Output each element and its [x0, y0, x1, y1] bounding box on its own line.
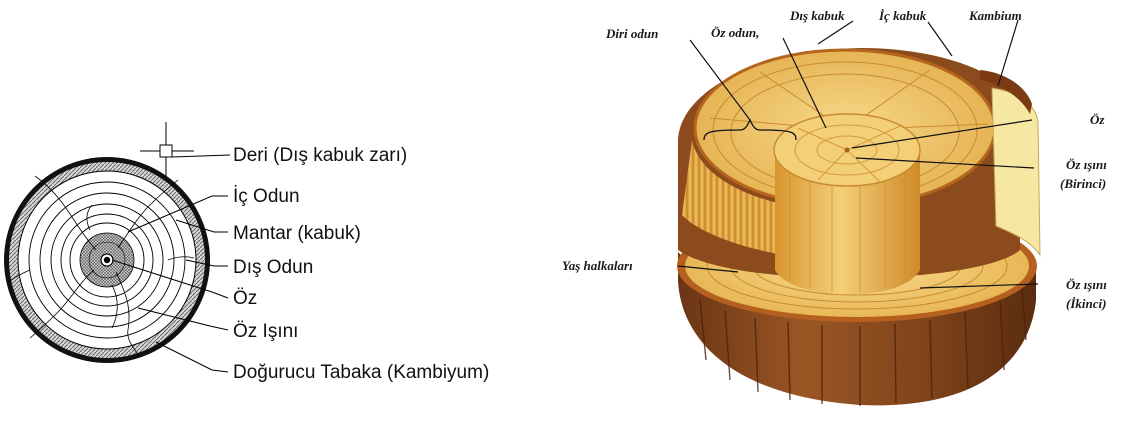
label-inner-wood: İç Odun	[233, 186, 300, 207]
label-pith-ray: Öz Işını	[233, 321, 298, 342]
cross-section-svg: Deri (Dış kabuk zarı) İç Odun Mantar (ka…	[0, 0, 560, 426]
label-heartwood: Öz odun,	[711, 25, 759, 40]
label-cambium: Doğurucu Tabaka (Kambiyum)	[233, 362, 489, 383]
label-outer-wood: Dış Odun	[233, 257, 313, 278]
pith-center	[845, 148, 850, 153]
label-sapwood: Diri odun	[605, 26, 658, 41]
trunk-3d-illustration: Diri odun Öz odun, Dış kabuk İç kabuk Ka…	[560, 0, 1136, 426]
label-pith-ray-primary: Öz ışını	[1066, 157, 1107, 172]
label-bark-skin: Deri (Dış kabuk zarı)	[233, 145, 407, 166]
label-growth-rings: Yaş halkaları	[562, 258, 633, 273]
trunk-3d-svg: Diri odun Öz odun, Dış kabuk İç kabuk Ka…	[560, 0, 1136, 426]
label-pith-ray-secondary: Öz ışını	[1066, 277, 1107, 292]
label-pith-3d: Öz	[1090, 112, 1105, 127]
label-cambium-3d: Kambium	[968, 8, 1022, 23]
label-pith: Öz	[233, 288, 257, 309]
label-pith-ray-secondary-sub: (İkinci)	[1066, 296, 1106, 311]
label-inner-bark: İç kabuk	[878, 8, 927, 23]
label-outer-bark: Dış kabuk	[789, 8, 845, 23]
label-pith-ray-primary-sub: (Birinci)	[1060, 176, 1106, 191]
label-cork: Mantar (kabuk)	[233, 223, 361, 244]
trunk-cross-section-diagram: Deri (Dış kabuk zarı) İç Odun Mantar (ka…	[0, 0, 560, 426]
